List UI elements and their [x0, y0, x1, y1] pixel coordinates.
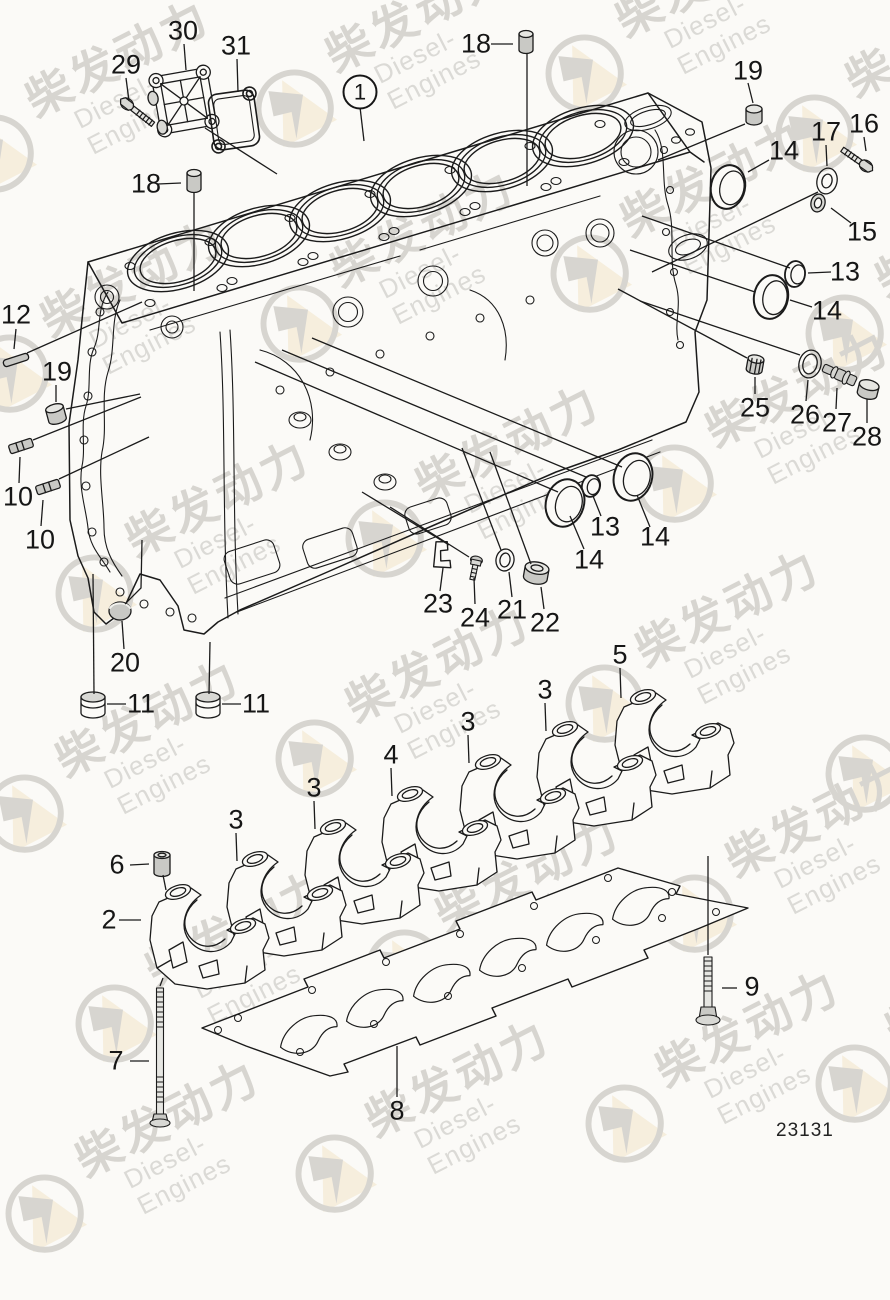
- callout-label-2: 2: [101, 905, 116, 936]
- callout-label-13: 13: [830, 257, 860, 288]
- callout-label-30: 30: [168, 16, 198, 47]
- callout-label-3: 3: [460, 707, 475, 738]
- callout-label-18: 18: [461, 29, 491, 60]
- watermark-logo-icon: [0, 1156, 102, 1272]
- callout-label-25: 25: [740, 393, 770, 424]
- callout-label-4: 4: [383, 740, 398, 771]
- callout-label-19: 19: [733, 56, 763, 87]
- callout-label-16: 16: [849, 109, 879, 140]
- callout-label-13: 13: [590, 512, 620, 543]
- callout-label-14: 14: [640, 522, 670, 553]
- callout-label-18: 18: [131, 169, 161, 200]
- callout-label-27: 27: [822, 408, 852, 439]
- callout-label-17: 17: [811, 117, 841, 148]
- callout-label-31: 31: [221, 31, 251, 62]
- callout-label-21: 21: [497, 595, 527, 626]
- callout-label-10: 10: [3, 482, 33, 513]
- callout-label-3: 3: [228, 805, 243, 836]
- callout-label-20: 20: [110, 648, 140, 679]
- callout-label-1: 1: [343, 75, 378, 110]
- callout-label-5: 5: [612, 640, 627, 671]
- callout-label-7: 7: [108, 1046, 123, 1077]
- callout-label-15: 15: [847, 217, 877, 248]
- callout-label-14: 14: [812, 296, 842, 327]
- callout-label-29: 29: [111, 50, 141, 81]
- callout-label-28: 28: [852, 422, 882, 453]
- callout-label-11: 11: [127, 689, 155, 720]
- parts-diagram-page: { "document": { "drawing_number": "23131…: [0, 0, 890, 1154]
- callout-label-6: 6: [109, 850, 124, 881]
- callout-label-19: 19: [42, 357, 72, 388]
- callout-label-26: 26: [790, 400, 820, 431]
- callout-label-3: 3: [537, 675, 552, 706]
- callout-label-9: 9: [744, 972, 759, 1003]
- callout-label-3: 3: [306, 773, 321, 804]
- callout-label-11: 11: [242, 689, 270, 720]
- callout-label-23: 23: [423, 589, 453, 620]
- callout-label-22: 22: [530, 608, 560, 639]
- callout-label-12: 12: [1, 300, 31, 331]
- callout-label-14: 14: [769, 136, 799, 167]
- callout-label-14: 14: [574, 545, 604, 576]
- callout-label-8: 8: [389, 1096, 404, 1127]
- drawing-number: 23131: [776, 1120, 834, 1142]
- callout-label-10: 10: [25, 525, 55, 556]
- callout-label-24: 24: [460, 603, 490, 634]
